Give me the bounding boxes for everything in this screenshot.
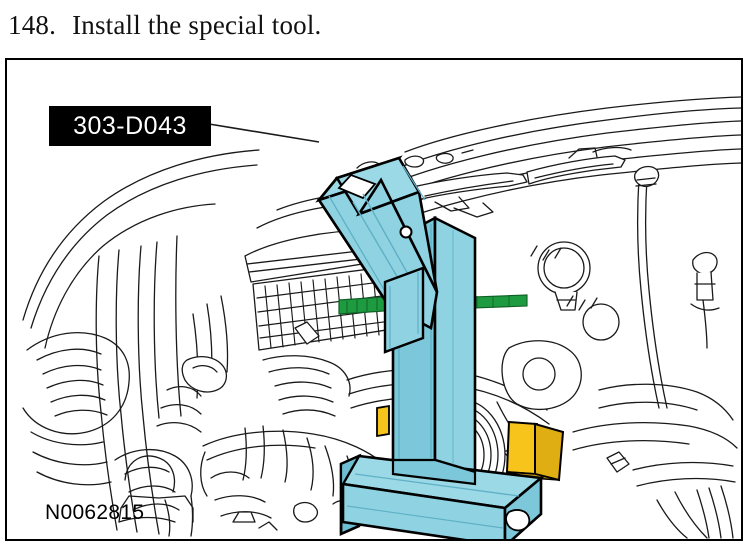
figure-frame: 303-D043 N0062815 <box>5 58 743 541</box>
step-heading: 148. Install the special tool. <box>8 2 708 48</box>
callout-leader-line <box>208 123 320 143</box>
callout-tool-number: 303-D043 <box>73 111 187 140</box>
cowl-and-windshield-lineart <box>350 96 741 241</box>
yellow-wedge-block <box>505 420 565 482</box>
figure-id-code: N0062815 <box>45 501 145 524</box>
step-instruction-text: Install the special tool. <box>72 9 322 40</box>
yellow-wedge-small <box>376 404 390 438</box>
step-number: 148. <box>8 9 57 40</box>
special-tool-303-D043 <box>315 155 545 539</box>
callout-label-303-d043: 303-D043 <box>49 106 211 146</box>
left-fender-lineart <box>22 149 260 537</box>
figure-illustration <box>7 60 741 539</box>
lower-center-lineart <box>118 425 436 531</box>
